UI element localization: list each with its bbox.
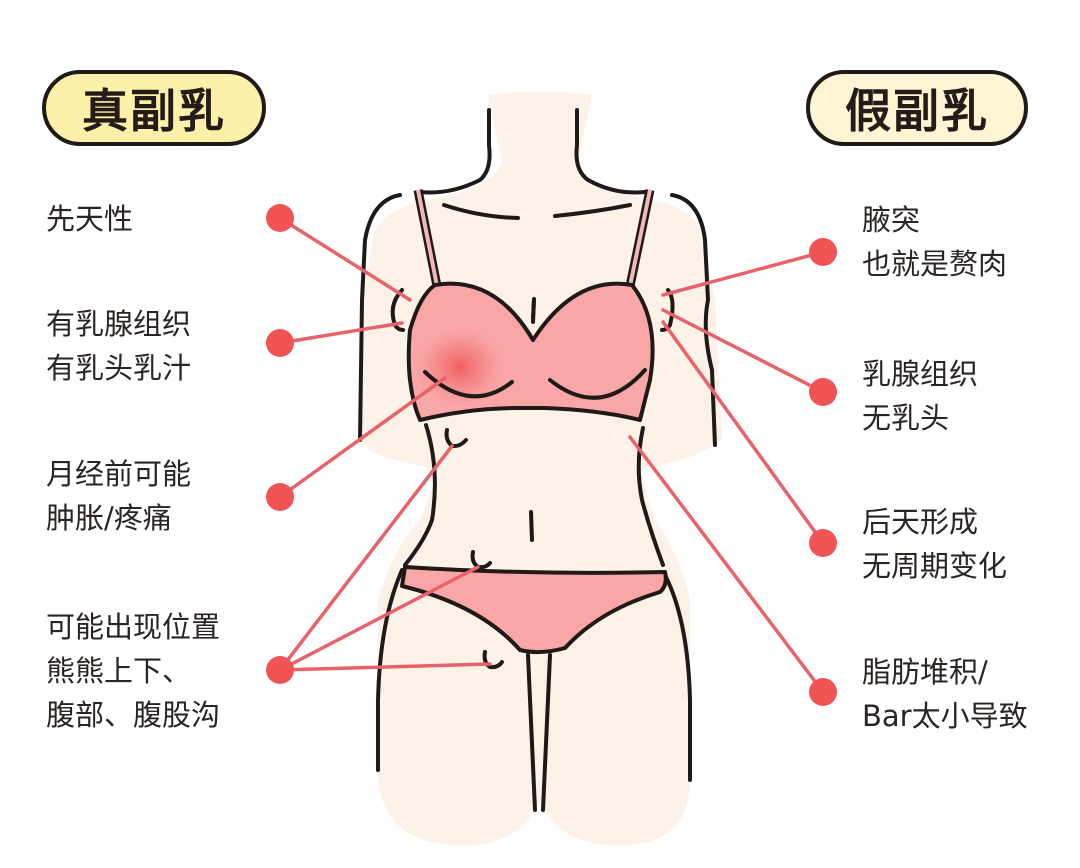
label-line: 腹部、腹股沟 bbox=[46, 698, 221, 732]
pain-hotspot bbox=[412, 325, 508, 409]
label-left-locations: 可能出现位置 熊熊上下、 腹部、腹股沟 bbox=[46, 605, 220, 737]
title-right-text: 假副乳 bbox=[845, 84, 989, 138]
label-line: 先天性 bbox=[46, 202, 134, 236]
label-line: 有乳头乳汁 bbox=[46, 351, 192, 385]
label-left-menstrual: 月经前可能 肿胀/疼痛 bbox=[46, 452, 191, 540]
title-false-accessory-breast: 假副乳 bbox=[806, 70, 1028, 146]
skin-silhouette bbox=[360, 91, 722, 846]
label-line: 脂肪堆积/ bbox=[862, 655, 988, 689]
dot-right-1 bbox=[809, 238, 837, 266]
title-true-accessory-breast: 真副乳 bbox=[42, 70, 266, 146]
label-right-acquired: 后天形成 无周期变化 bbox=[862, 500, 1007, 588]
label-line: 熊熊上下、 bbox=[46, 654, 192, 688]
dot-right-3 bbox=[809, 529, 837, 557]
dot-left-3 bbox=[266, 483, 294, 511]
bra bbox=[406, 189, 655, 422]
label-line: 有乳腺组织 bbox=[46, 307, 192, 341]
dot-right-2 bbox=[809, 378, 837, 406]
label-line: 后天形成 bbox=[862, 505, 979, 539]
label-line: 无周期变化 bbox=[862, 549, 1008, 583]
label-left-gland-tissue: 有乳腺组织 有乳头乳汁 bbox=[46, 302, 191, 390]
dot-right-4 bbox=[809, 678, 837, 706]
label-line: 乳腺组织 bbox=[862, 357, 979, 391]
label-line: 也就是赘肉 bbox=[862, 247, 1008, 281]
label-left-congenital: 先天性 bbox=[46, 197, 133, 241]
briefs bbox=[400, 565, 668, 655]
connector-lines bbox=[278, 216, 825, 694]
title-left-text: 真副乳 bbox=[82, 84, 226, 138]
label-line: Bar太小导致 bbox=[862, 699, 1028, 733]
dot-left-2 bbox=[266, 329, 294, 357]
body-outline bbox=[358, 108, 717, 812]
label-line: 肿胀/疼痛 bbox=[46, 501, 172, 535]
dot-left-4 bbox=[266, 656, 294, 684]
label-right-axillary: 腋突 也就是赘肉 bbox=[862, 198, 1007, 286]
dot-left-1 bbox=[266, 204, 294, 232]
marker-dots bbox=[266, 204, 837, 706]
label-line: 无乳头 bbox=[862, 401, 950, 435]
label-right-no-nipple: 乳腺组织 无乳头 bbox=[862, 352, 978, 440]
label-line: 可能出现位置 bbox=[46, 610, 221, 644]
label-right-fat: 脂肪堆积/ Bar太小导致 bbox=[862, 650, 1028, 738]
label-line: 腋突 bbox=[862, 203, 921, 237]
label-line: 月经前可能 bbox=[46, 457, 192, 491]
